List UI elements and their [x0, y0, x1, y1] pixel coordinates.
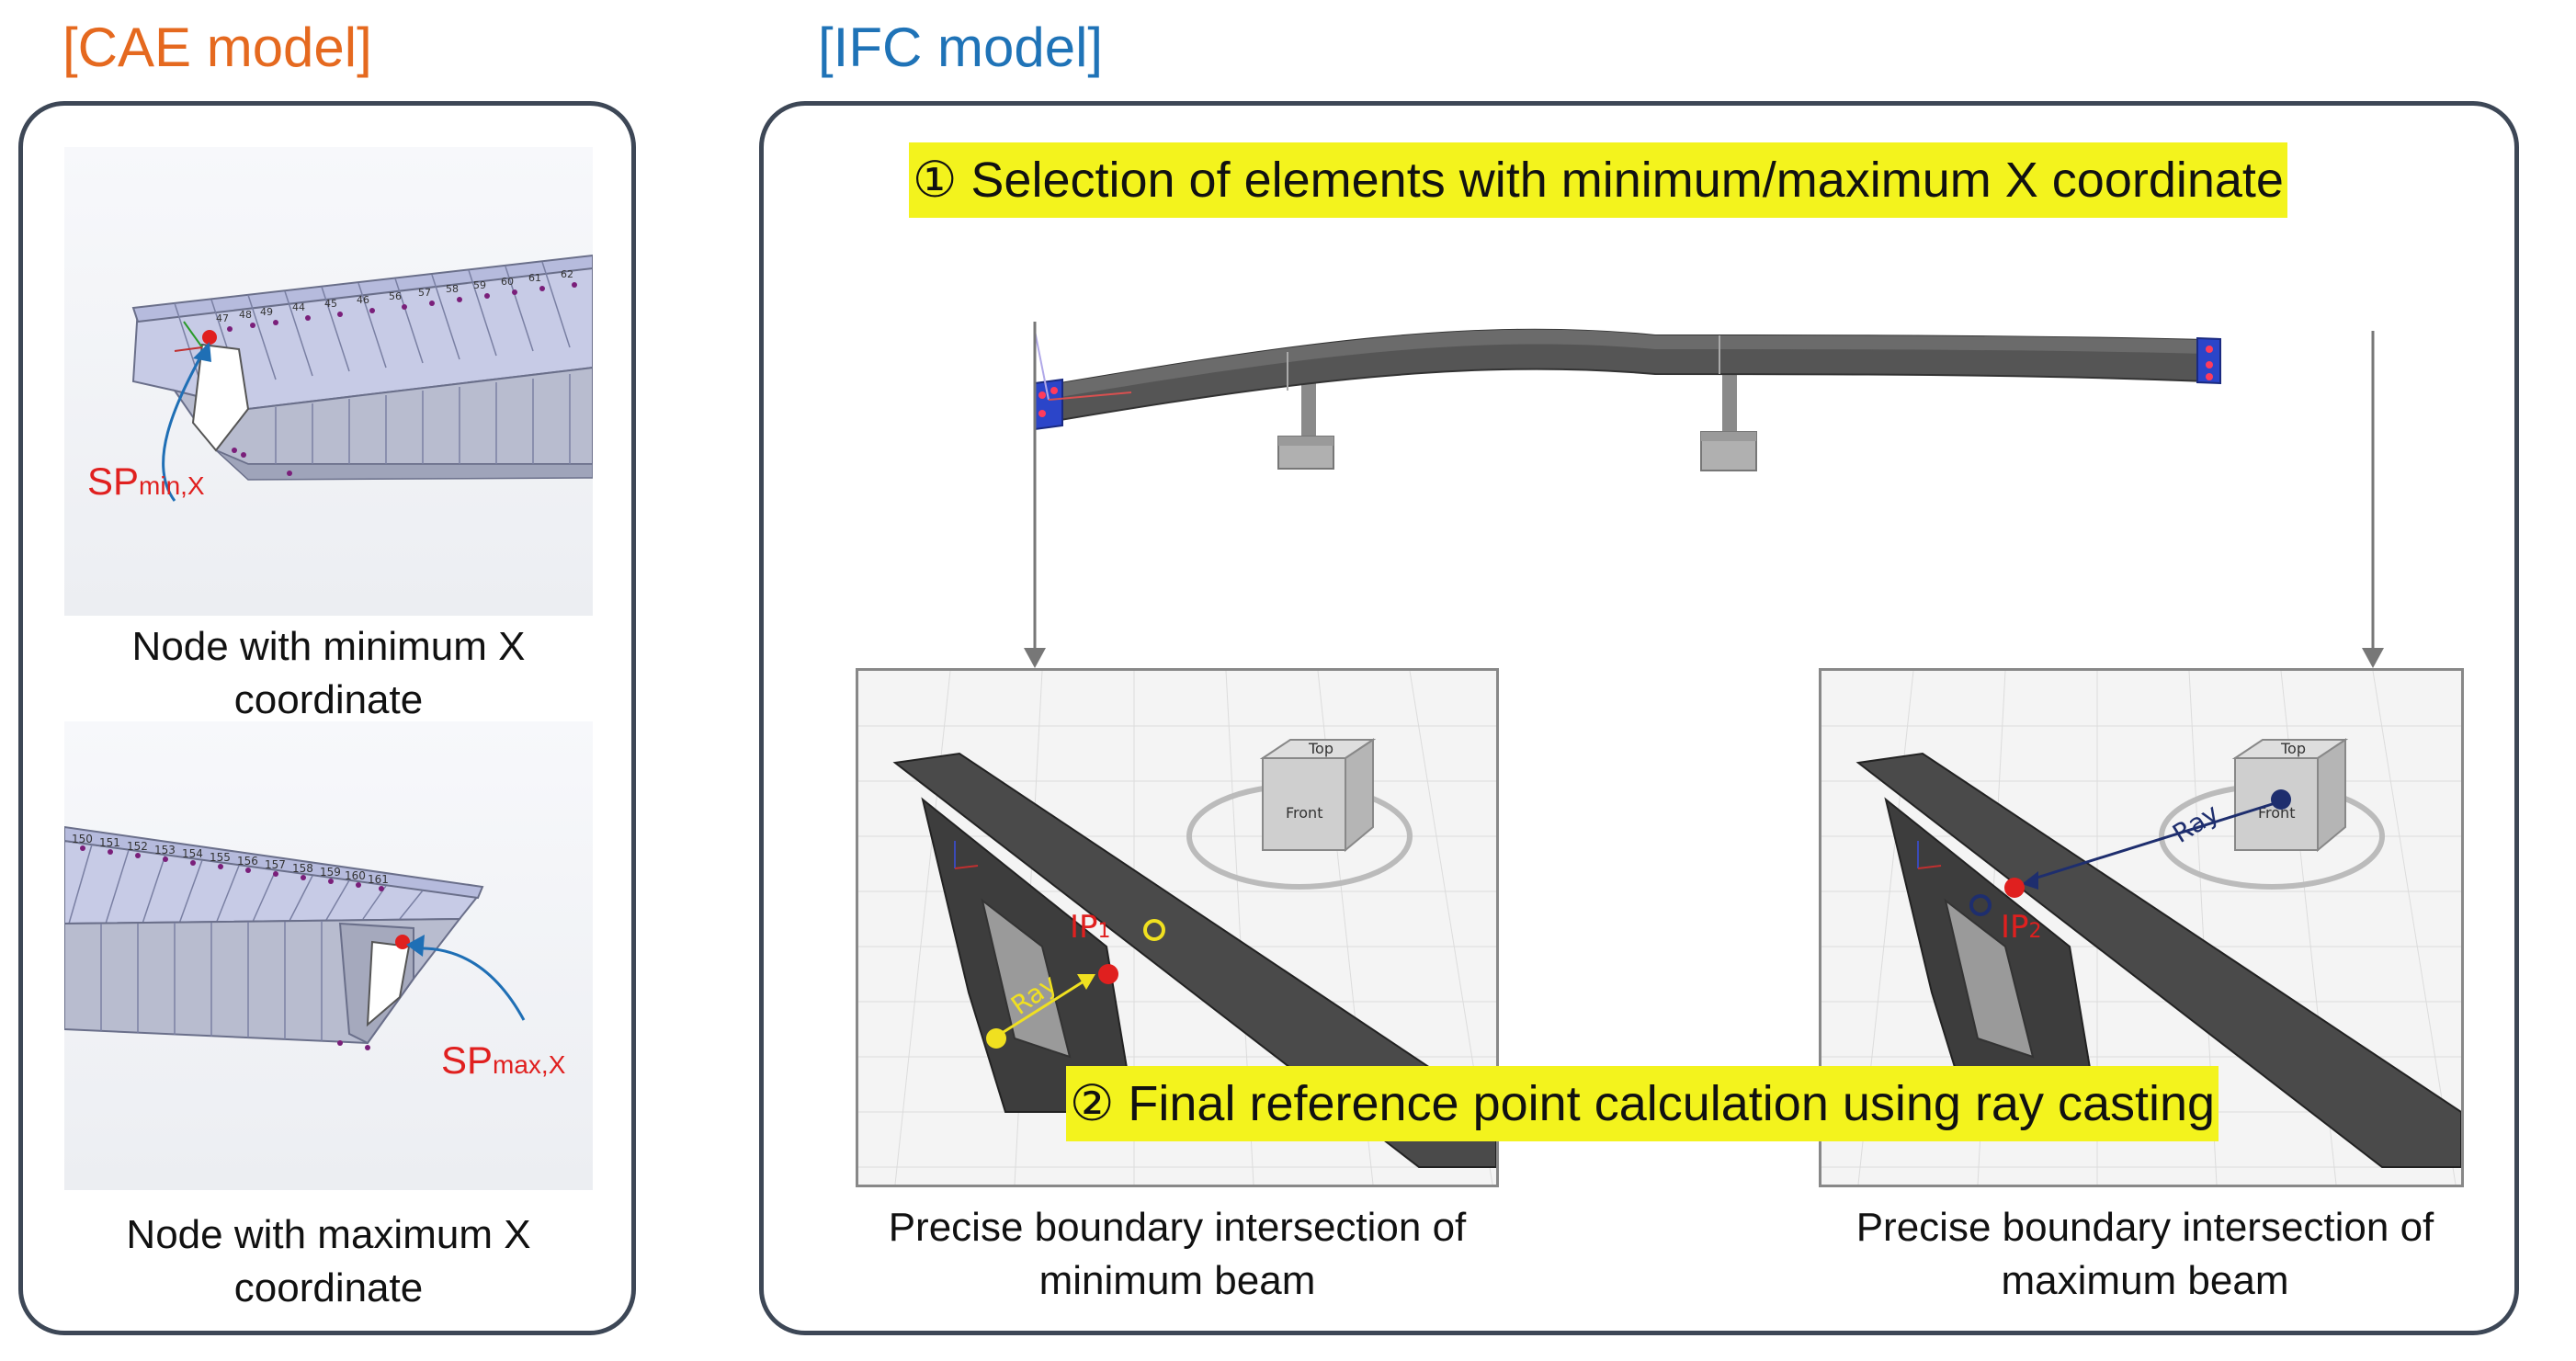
step1-label: ① Selection of elements with minimum/max…	[909, 142, 2287, 218]
min-node-label: 56	[389, 290, 402, 302]
ray-target-yellow	[1143, 919, 1165, 941]
sp-max-label: SPmax,X	[441, 1038, 566, 1082]
sp-max-point	[395, 935, 410, 949]
ray-origin-yellow	[986, 1028, 1006, 1049]
min-node-label: 48	[239, 309, 252, 321]
view-cube-top-label[interactable]: Top	[2280, 740, 2306, 757]
min-node-label: 49	[260, 306, 273, 318]
cae-model-panel: 47 48 49 44 45 46 56 57 58 59 60 61 62	[18, 101, 636, 1335]
min-node-label: 58	[446, 283, 459, 295]
ip2-label: IP2	[2001, 909, 2042, 946]
bridge-overview-image	[1012, 216, 2280, 538]
max-node-label: 159	[320, 866, 341, 879]
max-node-label: 150	[72, 833, 93, 845]
max-node-label: 158	[292, 862, 313, 875]
min-node-label: 57	[418, 287, 431, 299]
step2-label: ② Final reference point calculation usin…	[1066, 1066, 2219, 1141]
view-cube-front-label[interactable]: Front	[2258, 804, 2295, 822]
view-cube-top-label[interactable]: Top	[1308, 740, 1333, 757]
cae-max-caption: Node with maximum X coordinate	[126, 1212, 531, 1310]
max-node-label: 155	[210, 851, 231, 864]
sp-min-label: SPmin,X	[87, 459, 205, 503]
min-node-label: 59	[473, 279, 486, 291]
ip1-point	[1098, 964, 1118, 984]
max-node-label: 157	[265, 858, 286, 871]
sp-min-point	[202, 330, 217, 345]
max-node-label: 160	[345, 869, 366, 882]
max-node-label: 151	[99, 836, 120, 849]
cae-model-title: [CAE model]	[62, 17, 372, 78]
min-node-label: 44	[292, 301, 305, 313]
view-cube-front-label[interactable]: Front	[1286, 804, 1322, 822]
cae-min-node-image: 47 48 49 44 45 46 56 57 58 59 60 61 62	[64, 147, 593, 616]
min-node-label: 60	[501, 276, 514, 288]
max-beam-caption: Precise boundary intersection of maximum…	[1855, 1205, 2434, 1303]
max-node-label: 156	[237, 855, 258, 868]
min-node-label: 46	[357, 294, 369, 306]
max-node-label: 153	[154, 844, 176, 856]
ray-origin-navy	[2271, 789, 2291, 810]
ray-target-navy	[1969, 894, 1992, 916]
min-beam-caption: Precise boundary intersection of minimum…	[888, 1205, 1467, 1303]
cae-max-node-image: 150 151 152 153 154 155 156 157 158 159 …	[64, 721, 593, 1190]
max-node-label: 161	[368, 873, 389, 886]
min-node-label: 62	[561, 268, 573, 280]
ip1-label: IP1	[1070, 909, 1111, 946]
ifc-model-panel: ① Selection of elements with minimum/max…	[759, 101, 2519, 1335]
max-node-label: 152	[127, 840, 148, 853]
min-node-label: 61	[528, 272, 541, 284]
connector-arrows	[1024, 322, 2384, 668]
max-node-label: 154	[182, 847, 203, 860]
cae-min-caption: Node with minimum X coordinate	[131, 624, 526, 722]
min-node-label: 45	[324, 298, 337, 310]
min-node-label: 47	[216, 312, 229, 324]
ip2-point	[2004, 878, 2025, 898]
ifc-model-title: [IFC model]	[818, 17, 1104, 78]
